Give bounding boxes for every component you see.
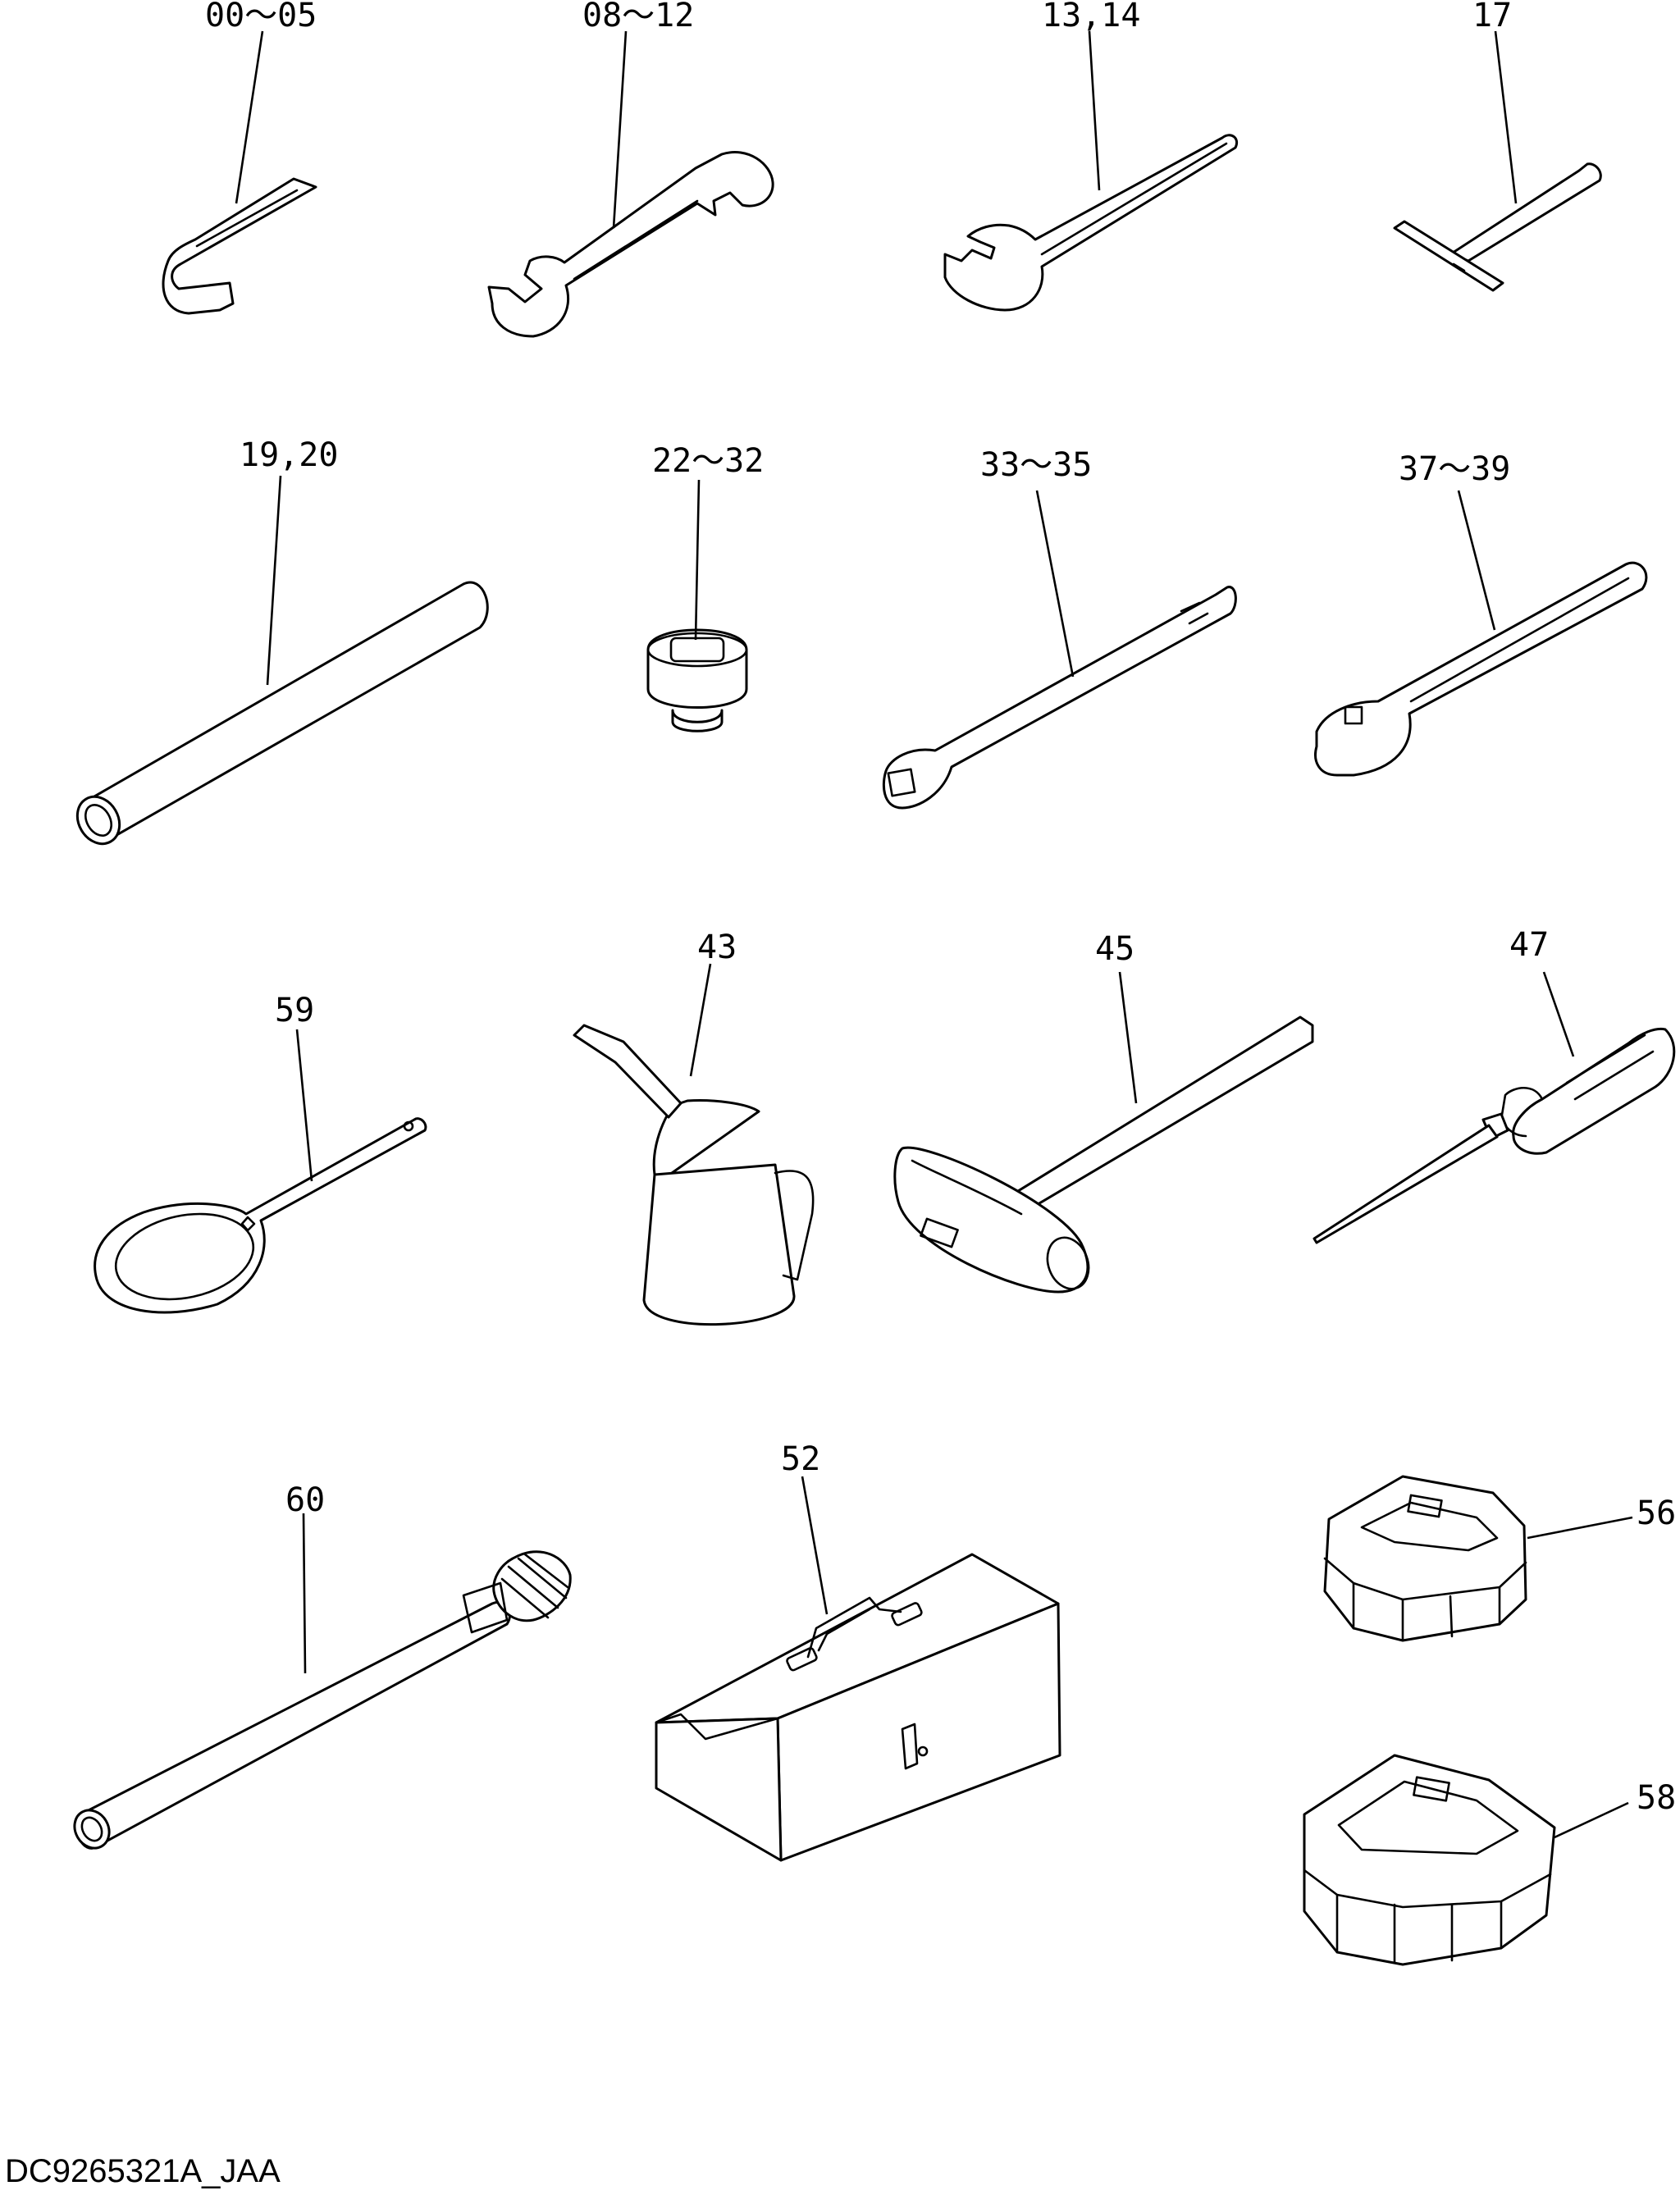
callout-extension: 33～35 (980, 446, 1092, 484)
callout-socket: 22～32 (652, 442, 764, 480)
ring-spanner-drawing: 59 (94, 992, 427, 1314)
callout-filter-wrench-b: 58 (1637, 1779, 1676, 1817)
callout-hex-key: 00～05 (205, 0, 317, 34)
toolbox-drawing: 52 (655, 1440, 1061, 1862)
callout-toolbox: 52 (781, 1440, 820, 1478)
socket-drawing: 22～32 (646, 442, 764, 732)
bar-drawing: 19,20 (75, 436, 489, 846)
callout-bar: 19,20 (240, 436, 338, 474)
callout-screwdriver: 47 (1509, 926, 1549, 964)
callout-oil-can: 43 (697, 929, 737, 966)
screwdriver-drawing: 47 (1312, 926, 1676, 1244)
filter-wrench-b-drawing: 58 (1303, 1754, 1676, 1966)
callout-ratchet: 37～39 (1399, 450, 1510, 488)
wrench-b-drawing: 13,14 (943, 0, 1238, 312)
ratchet-drawing: 37～39 (1314, 450, 1648, 777)
callout-hammer: 45 (1095, 930, 1134, 968)
callout-grease-pipe: 60 (285, 1481, 325, 1519)
oil-can-drawing: 43 (573, 929, 815, 1326)
filter-wrench-a-drawing: 56 (1323, 1475, 1676, 1642)
wrench-a-drawing: 08～12 (487, 0, 774, 338)
grease-pipe-drawing: 60 (73, 1481, 572, 1850)
hammer-drawing: 45 (893, 930, 1314, 1294)
callout-filter-wrench-a: 56 (1637, 1495, 1676, 1532)
callout-wrench-a: 08～12 (582, 0, 694, 34)
extension-drawing: 33～35 (882, 446, 1237, 810)
callout-t-wrench: 17 (1472, 0, 1512, 34)
hex-key-drawing: 00～05 (162, 0, 317, 315)
callout-ring-spanner: 59 (275, 992, 314, 1029)
callout-wrench-b: 13,14 (1042, 0, 1140, 34)
drawing-code: DC9265321A_JAA (5, 2153, 281, 2189)
t-wrench-drawing: 17 (1393, 0, 1602, 292)
